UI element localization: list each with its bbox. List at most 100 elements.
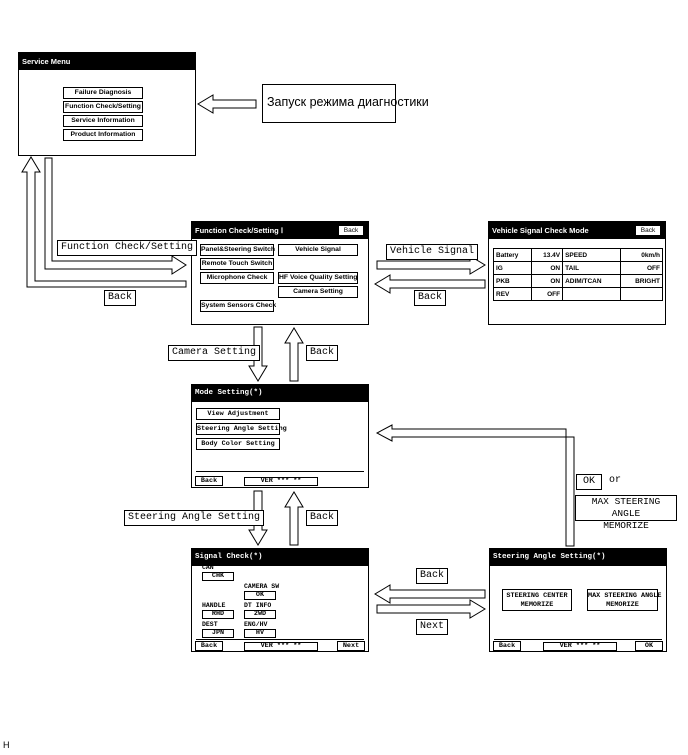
signal-value: 13.4V [531,248,564,262]
function-check-setting-button[interactable]: Function Check/Setting [63,101,143,113]
view-adjustment-button[interactable]: View Adjustment [196,408,280,420]
signal-value: OFF [531,287,564,301]
signal-value: 0km/h [620,248,663,262]
arrow-function-to-vehicle [376,255,486,275]
steering-angle-setting-button[interactable]: Steering Angle Setting [196,423,287,435]
arrow-signal-to-mode [284,491,304,546]
arrow-vehicle-to-function [374,274,486,294]
footer-divider [196,471,364,472]
steering-center-memorize-button[interactable]: STEERING CENTER MEMORIZE [502,589,572,611]
signal-check-next-button[interactable]: Next [337,641,365,651]
function-check-back-button[interactable]: Back [338,225,364,236]
dt-info-label: DT INFO [244,602,272,609]
microphone-check-button[interactable]: Microphone Check [200,272,274,284]
mode-setting-version: VER *** ** [244,477,318,486]
table-row: REV OFF [492,287,663,301]
signal-value: OFF [620,261,663,275]
body-color-setting-button[interactable]: Body Color Setting [196,438,280,450]
panel-steering-switch-button[interactable]: Panel&Steering Switch [200,244,275,256]
hf-voice-quality-setting-button[interactable]: HF Voice Quality Setting [278,272,358,284]
can-value: CHK [202,572,234,581]
signal-check-version: VER *** ** [244,642,318,651]
label-back-from-steering: Back [416,568,449,584]
arrow-function-to-service [21,156,187,288]
signal-check-title: Signal Check(*) [192,549,368,566]
signal-name: Battery [492,248,533,262]
arrow-service-to-function [44,157,187,275]
function-check-screen: Function Check/Setting Ⅰ Back Panel&Stee… [191,221,369,325]
system-sensors-check-button[interactable]: System Sensors Check [200,300,276,312]
signal-check-back-button[interactable]: Back [195,641,223,651]
label-back-to-function-check: Back [414,290,447,306]
corner-letter: H [3,740,10,750]
steering-angle-ok-button[interactable]: OK [635,641,663,651]
function-check-title: Function Check/Setting Ⅰ [192,222,368,239]
arrow-to-service-menu [197,94,257,114]
label-function-check-setting: Function Check/Setting [57,240,198,256]
enghv-label: ENG/HV [244,621,268,628]
product-information-button[interactable]: Product Information [63,129,143,141]
footer-divider [196,639,364,640]
signal-name [562,287,622,301]
table-row: IG ON TAIL OFF [492,261,663,275]
vehicle-signal-title: Vehicle Signal Check Mode [489,222,665,239]
label-or: or [609,475,622,486]
max-steering-line1: MAX STEERING ANGLE [588,592,662,600]
enghv-value: HV [244,629,276,638]
arrow-signal-to-steering [376,599,486,619]
label-max-line2: MEMORIZE [603,520,649,531]
signal-value: BRIGHT [620,274,663,288]
signal-name: ADIM/TCAN [562,274,622,288]
callout-text: Запуск режима диагностики [267,95,429,109]
can-label: CAN [202,564,214,571]
label-next: Next [416,619,449,635]
signal-name: PKB [492,274,533,288]
label-back-to-service-menu: Back [104,290,137,306]
service-menu-screen: Service Menu Failure Diagnosis Function … [18,52,196,156]
steering-center-line2: MEMORIZE [520,601,554,609]
camera-sw-label: CAMERA SW [244,583,280,590]
steering-angle-title: Steering Angle Setting(*) [490,549,666,566]
vehicle-signal-table: Battery 13.4V SPEED 0km/h IG ON TAIL OFF… [492,248,663,301]
steering-angle-back-button[interactable]: Back [493,641,521,651]
label-vehicle-signal: Vehicle Signal [386,244,479,260]
signal-name: REV [492,287,533,301]
handle-value: RHD [202,610,234,619]
label-ok: OK [576,474,603,490]
service-menu-title: Service Menu [19,53,195,70]
mode-setting-title: Mode Setting(*) [192,385,368,402]
vehicle-signal-back-button[interactable]: Back [635,225,661,236]
vehicle-signal-button[interactable]: Vehicle Signal [278,244,358,256]
label-steering-angle-setting: Steering Angle Setting [124,510,265,526]
max-steering-angle-memorize-button[interactable]: MAX STEERING ANGLE MEMORIZE [587,589,662,611]
mode-setting-screen: Mode Setting(*) View Adjustment Steering… [191,384,369,488]
footer-divider [494,639,662,640]
service-information-button[interactable]: Service Information [63,115,143,127]
camera-setting-button[interactable]: Camera Setting [278,286,358,298]
remote-touch-switch-button[interactable]: Remote Touch Switch [200,258,274,270]
arrow-steering-to-signal [374,584,486,604]
signal-value: ON [531,261,564,275]
steering-angle-version: VER *** ** [543,642,617,651]
label-back-from-signal: Back [306,510,339,526]
label-back-from-mode: Back [306,345,339,361]
mode-setting-back-button[interactable]: Back [195,476,223,486]
max-steering-line2: MEMORIZE [606,601,639,609]
diagnosis-start-callout: Запуск режима диагностики [262,84,429,123]
steering-center-line1: STEERING CENTER [506,592,568,600]
steering-angle-screen: Steering Angle Setting(*) STEERING CENTE… [489,548,667,652]
dt-info-value: 2WD [244,610,276,619]
signal-value [620,287,663,301]
label-max-steering-angle-memorize: MAX STEERING ANGLE MEMORIZE [575,495,677,531]
camera-sw-value: OK [244,591,276,600]
label-max-line1: MAX STEERING ANGLE [591,496,661,519]
table-row: PKB ON ADIM/TCAN BRIGHT [492,274,663,288]
failure-diagnosis-button[interactable]: Failure Diagnosis [63,87,143,99]
table-row: Battery 13.4V SPEED 0km/h [492,248,663,262]
signal-value: ON [531,274,564,288]
dest-label: DEST [202,621,218,628]
signal-name: SPEED [562,248,622,262]
vehicle-signal-screen: Vehicle Signal Check Mode Back Battery 1… [488,221,666,325]
label-camera-setting: Camera Setting [168,345,261,361]
